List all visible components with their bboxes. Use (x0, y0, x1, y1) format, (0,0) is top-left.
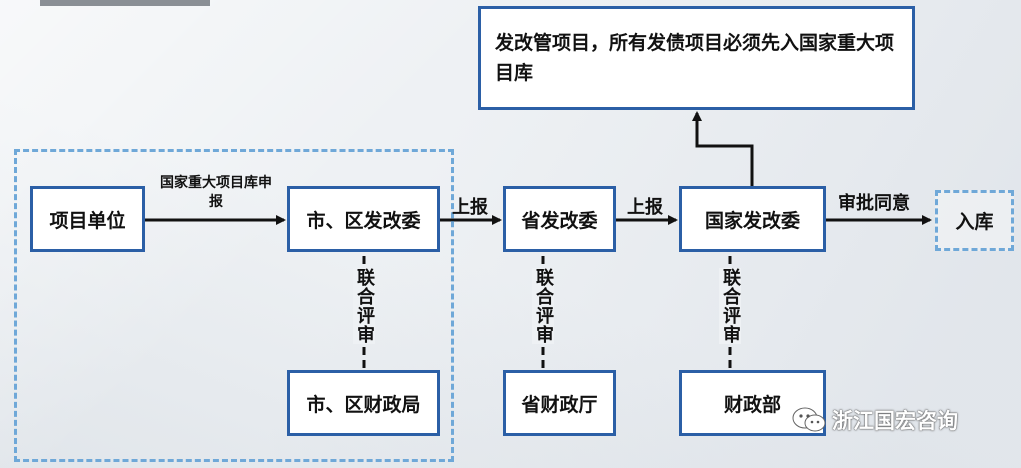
prov-finance-box: 省财政厅 (503, 370, 616, 436)
local-scope-dashed-frame (14, 149, 454, 462)
ministry-finance-label: 财政部 (723, 393, 781, 416)
ndrc-top-text: 发改管项目，所有发债项目必须先入国家重大项目库 (495, 32, 895, 84)
arrow-to-top (692, 111, 754, 186)
joint-review-label-2: 联合评审 (532, 268, 554, 344)
enter-db-box: 入库 (935, 190, 1014, 251)
national-ndrc-label: 国家发改委 (704, 209, 800, 232)
city-ndrc-box: 市、区发改委 (287, 186, 440, 252)
city-finance-box: 市、区财政局 (287, 370, 440, 436)
report-label-2-text: 上报 (627, 197, 663, 218)
report-label-1: 上报 (452, 193, 488, 219)
ministry-finance-box: 财政部 (679, 370, 826, 436)
watermark: 浙江国宏咨询 (792, 405, 958, 435)
enter-db-label: 入库 (955, 211, 994, 233)
ndrc-top-box: 发改管项目，所有发债项目必须先入国家重大项目库 (478, 6, 915, 110)
approve-label-text: 审批同意 (838, 193, 910, 214)
wechat-icon (792, 406, 826, 434)
watermark-text: 浙江国宏咨询 (832, 409, 958, 433)
prov-ndrc-label: 省发改委 (521, 209, 598, 232)
prov-ndrc-box: 省发改委 (503, 186, 616, 252)
joint-review-label-1: 联合评审 (353, 268, 375, 344)
approve-label: 审批同意 (838, 189, 910, 215)
apply-label: 国家重大项目库申报 (160, 174, 272, 212)
national-ndrc-box: 国家发改委 (679, 186, 826, 252)
report-label-1-text: 上报 (452, 197, 488, 218)
city-finance-label: 市、区财政局 (306, 393, 421, 416)
city-ndrc-label: 市、区发改委 (306, 209, 421, 232)
project-unit-label: 项目单位 (49, 209, 126, 232)
joint-review-label-3: 联合评审 (719, 268, 741, 344)
prov-finance-label: 省财政厅 (521, 393, 598, 416)
report-label-2: 上报 (627, 193, 663, 219)
top-bar (40, 0, 210, 6)
project-unit-box: 项目单位 (30, 186, 145, 252)
apply-label-text: 国家重大项目库申报 (160, 175, 272, 210)
